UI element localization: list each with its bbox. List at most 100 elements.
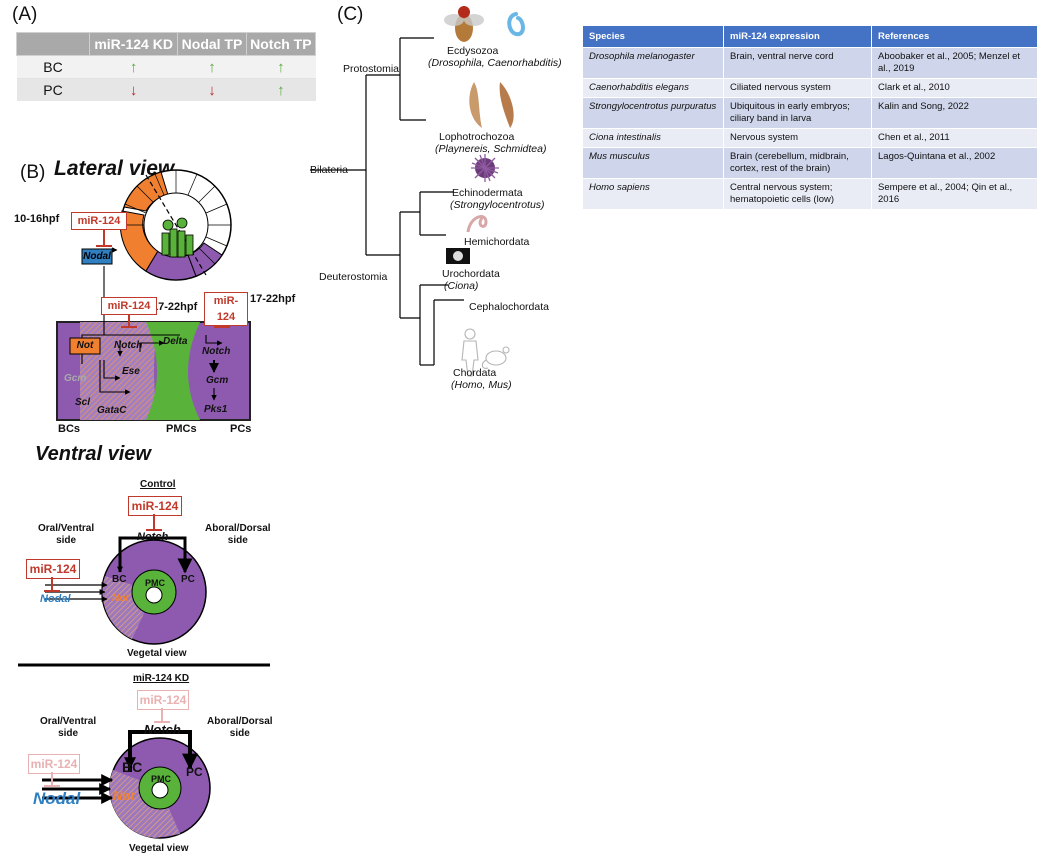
reference-cell: Kalin and Song, 2022 [871,97,1038,129]
taxon-cephalochordata: Cephalochordata [469,301,549,313]
expression-cell: Brain, ventral nerve cord [723,47,872,79]
kd-nodal: Nodal [33,789,81,808]
gene-nodal: Nodal [83,251,111,262]
expression-cell: Central nervous system; hematopoietic ce… [723,178,872,209]
taxon-chordata-species: (Homo, Mus) [451,379,512,391]
control-vegetal: Vegetal view [127,648,187,659]
table-row: Homo sapiens Central nervous system; hem… [583,178,1038,209]
time-label-mid: 17-22hpf [152,301,198,313]
gene-not: Not [76,340,94,351]
arrow-down-icon: ↓ [89,78,178,101]
gene-gatac: GataC [97,405,127,416]
table-row: Mus musculus Brain (cerebellum, midbrain… [583,147,1038,179]
gene-ese: Ese [122,366,140,377]
expression-cell: Ubiquitous in early embryos; ciliary ban… [723,97,872,129]
taxon-ecdysozoa-species: (Drosophila, Caenorhabditis) [428,57,562,69]
control-pmc: PMC [145,578,165,588]
control-mir-left: miR-124 [26,559,80,579]
mir-box-pc: miR-124 [204,292,248,326]
kd-notch: Notch [144,722,181,737]
gene-notch: Notch [114,340,143,351]
fly-icon [444,6,484,42]
control-not: Not [112,593,129,604]
mir-box-bc: miR-124 [101,297,157,315]
reference-cell: Chen et al., 2011 [871,128,1038,148]
taxon-deuterostomia: Deuterostomia [319,271,388,283]
species-cell: Drosophila melanogaster [583,47,724,79]
cell-label-pmcs: PMCs [166,423,197,435]
lateral-view-title: Lateral view [54,157,175,180]
reference-cell: Sempere et al., 2004; Qin et al., 2016 [871,178,1038,209]
kd-pc: PC [186,765,203,779]
species-cell: Strongylocentrotus purpuratus [583,97,724,129]
control-nodal: Nodal [40,593,71,605]
taxon-lophotrochozoa-species: (Playnereis, Schmidtea) [435,143,547,155]
sea-urchin-icon [471,154,499,182]
expression-cell: Ciliated nervous system [723,78,872,98]
control-oral-label: Oral/Ventral side [38,523,95,546]
cell-label-bcs: BCs [58,423,81,435]
taxon-urochordata: Urochordata [442,268,500,280]
panel-c-label: (C) [337,4,364,25]
kd-vegetal: Vegetal view [129,843,189,854]
table-row: Drosophila melanogaster Brain, ventral n… [583,47,1038,79]
expression-cell: Brain (cerebellum, midbrain, cortex, res… [723,147,872,179]
row-label-bc: BC [16,55,90,79]
control-bc: BC [112,574,127,585]
arrow-up-icon: ↑ [246,55,316,79]
gene-gcm-pc: Gcm [206,375,229,386]
mir-box-nodal: miR-124 [71,212,127,230]
table-c-header-expression: miR-124 expression [723,26,872,48]
control-pc: PC [181,574,195,585]
mir124-expression-table: Species miR-124 expression References Dr… [583,26,1038,209]
taxon-protostomia: Protostomia [343,63,400,75]
gene-scl: Scl [75,397,91,408]
control-aboral-label: Aboral/Dorsal side [205,523,271,546]
table-row: PC ↓ ↓ ↑ [16,78,316,101]
table-a-header-notch: Notch TP [245,32,317,56]
table-a-header-nodal: Nodal TP [177,32,247,56]
table-a-header-blank [16,32,90,56]
human-icon [461,328,479,377]
table-c-header-references: References [871,26,1038,48]
taxon-echinodermata: Echinodermata [452,187,523,199]
kd-bc: BC [122,759,143,775]
expression-cell: Nervous system [723,128,872,148]
kd-not: Not [113,788,135,803]
worm-icon [507,12,525,37]
table-row: Caenorhabditis elegans Ciliated nervous … [583,78,1038,98]
lateral-view-diagram [56,169,251,421]
row-label-pc: PC [16,78,90,101]
mouse-icon [481,346,510,369]
species-cell: Ciona intestinalis [583,128,724,148]
gene-pks1: Pks1 [204,404,228,415]
control-diagram [18,514,270,667]
gene-delta: Delta [163,336,188,347]
kd-title: miR-124 KD [133,673,190,684]
reference-cell: Clark et al., 2010 [871,78,1038,98]
time-label-early: 10-16hpf [14,213,60,225]
planarian-icon [469,82,482,128]
control-notch: Notch [137,531,169,543]
species-cell: Homo sapiens [583,178,724,209]
taxon-lophotrochozoa: Lophotrochozoa [439,131,515,143]
kd-diagram [42,708,211,839]
kd-mir-left: miR-124 [28,754,80,774]
cell-label-pcs: PCs [230,423,252,435]
gene-notch-pc: Notch [202,346,231,357]
table-row: BC ↑ ↑ ↑ [16,55,316,79]
ventral-view-title: Ventral view [35,443,151,465]
taxon-ecdysozoa: Ecdysozoa [447,45,499,57]
table-row: Strongylocentrotus purpuratus Ubiquitous… [583,97,1038,129]
phylogeny-tree [310,6,525,377]
species-cell: Caenorhabditis elegans [583,78,724,98]
planarian-icon-2 [499,82,514,128]
taxon-urochordata-species: (Ciona) [444,280,479,292]
acorn-worm-icon [466,215,488,233]
reference-cell: Lagos-Quintana et al., 2002 [871,147,1038,179]
kd-pmc: PMC [151,774,171,784]
gene-gcm: Gcm [64,373,87,384]
arrow-up-icon: ↑ [246,78,316,101]
taxon-chordata: Chordata [453,367,497,379]
taxon-bilateria: Bilateria [310,164,348,176]
